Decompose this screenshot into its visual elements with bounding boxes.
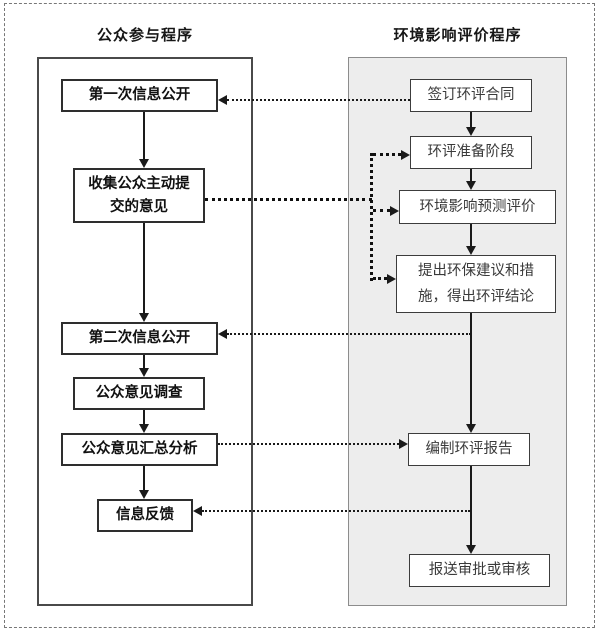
- connector-spine-to-feedback-head: [193, 506, 202, 516]
- arrow-r3-head: [466, 246, 476, 255]
- node-eia-preparation: 环评准备阶段: [410, 136, 532, 169]
- arrow-r4-line: [470, 313, 472, 424]
- connector-spine-to-second-disclosure-line: [227, 333, 471, 335]
- arrow-r2-head: [466, 181, 476, 190]
- node-info-feedback: 信息反馈: [97, 499, 193, 532]
- branch-to-preparation-head: [401, 150, 410, 160]
- left-column-title: 公众参与程序: [96, 26, 193, 44]
- branch-to-prediction-line: [373, 209, 390, 212]
- arrow-r1-line: [470, 112, 472, 127]
- arrow-l1-line: [143, 112, 145, 160]
- branch-to-proposals-line: [373, 277, 387, 280]
- branch-to-preparation-line: [373, 153, 401, 156]
- connector-spine-to-second-disclosure-head: [218, 329, 227, 339]
- arrow-l1-head: [139, 159, 149, 168]
- node-sign-eia-contract: 签订环评合同: [410, 79, 532, 112]
- arrow-l4-head: [139, 424, 149, 433]
- arrow-l4-line: [143, 410, 145, 424]
- connector-summary-to-report-line: [218, 443, 399, 445]
- arrow-l5-line: [143, 466, 145, 490]
- node-proposals-and-conclusions: 提出环保建议和措 施，得出环评结论: [396, 255, 556, 313]
- connector-summary-to-report-head: [399, 439, 408, 449]
- connector-contract-to-first-disclosure-head: [218, 95, 227, 105]
- node-compile-eia-report: 编制环评报告: [408, 433, 530, 466]
- connector-spine-to-feedback-line: [202, 510, 470, 512]
- arrow-l5-head: [139, 490, 149, 499]
- arrow-r5-line: [470, 466, 472, 545]
- node-collect-public-opinions: 收集公众主动提 交的意见: [73, 168, 205, 223]
- branch-collect-opinions-main-line: [205, 198, 372, 201]
- node-submit-for-approval: 报送审批或审核: [409, 554, 550, 587]
- branch-to-proposals-head: [387, 274, 396, 284]
- arrow-r4-head: [466, 424, 476, 433]
- arrow-r3-line: [470, 224, 472, 246]
- arrow-r1-head: [466, 127, 476, 136]
- node-impact-prediction-evaluation: 环境影响预测评价: [399, 190, 556, 224]
- arrow-l2-head: [139, 313, 149, 322]
- branch-vertical-line: [370, 153, 373, 281]
- node-public-opinion-survey: 公众意见调查: [73, 377, 205, 410]
- arrow-l3-line: [143, 355, 145, 368]
- arrow-l3-head: [139, 368, 149, 377]
- connector-contract-to-first-disclosure-line: [227, 99, 410, 101]
- node-opinion-summary-analysis: 公众意见汇总分析: [61, 433, 218, 466]
- node-second-info-disclosure: 第二次信息公开: [61, 322, 218, 355]
- right-column-title: 环境影响评价程序: [393, 26, 522, 44]
- node-first-info-disclosure: 第一次信息公开: [61, 79, 218, 112]
- arrow-r2-line: [470, 169, 472, 181]
- arrow-l2-line: [143, 223, 145, 313]
- arrow-r5-head: [466, 545, 476, 554]
- branch-to-prediction-head: [390, 206, 399, 216]
